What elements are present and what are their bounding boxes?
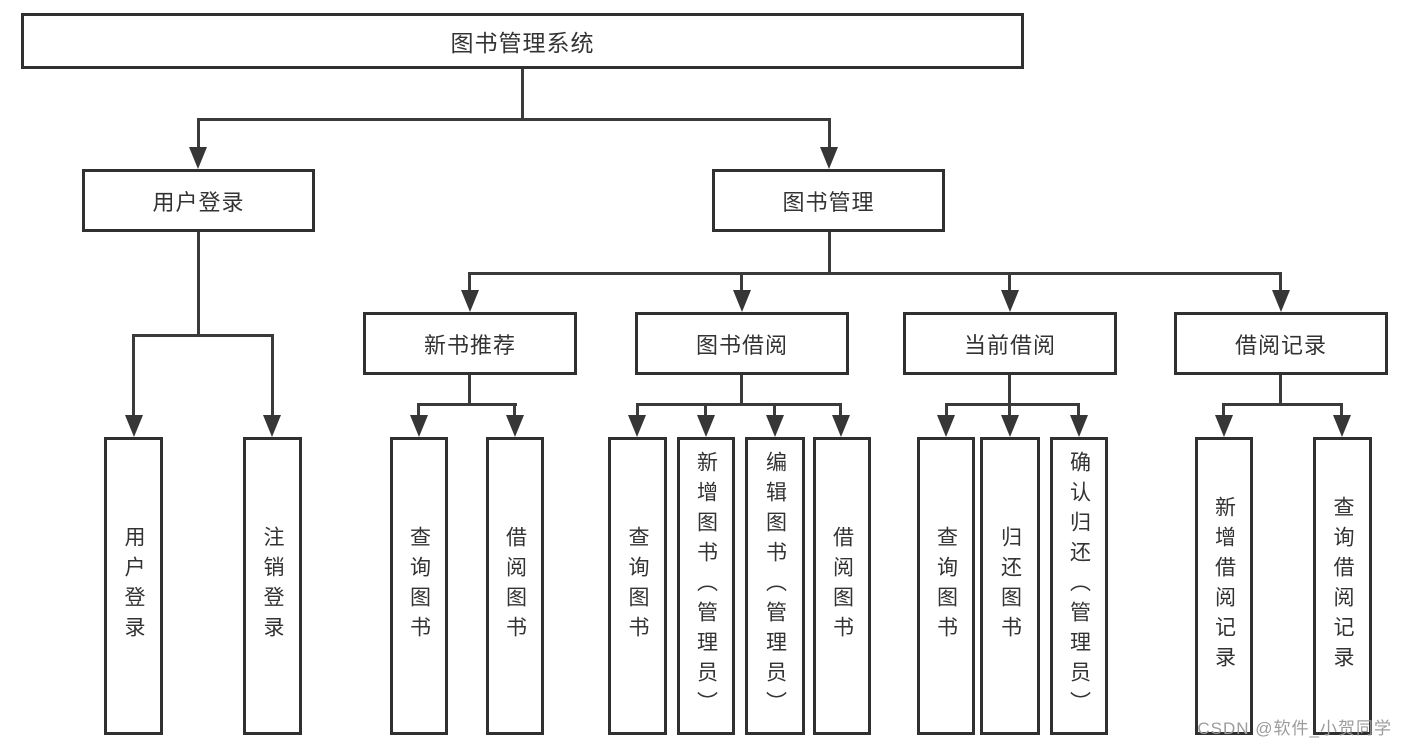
connector-fork-borrow-record: [1222, 403, 1343, 406]
arrowhead-to-new-book: [461, 290, 479, 312]
leaf-query-borrow-record: 查询借阅记录: [1313, 437, 1372, 735]
node-current-borrow: 当前借阅: [903, 312, 1117, 375]
leaf-edit-book-admin: 编辑图书（管理员）: [745, 437, 805, 735]
connector-fork-new-book: [417, 403, 517, 406]
arrowhead-to-user-login: [189, 147, 207, 169]
node-label: 归还图书: [998, 526, 1022, 646]
arrowhead-to-add-record: [1215, 415, 1233, 437]
arrowhead-to-current-borrow: [1001, 290, 1019, 312]
node-label: 图书借阅: [695, 332, 788, 358]
leaf-add-book-admin: 新增图书（管理员）: [677, 437, 735, 735]
node-label: 查询图书: [626, 526, 649, 646]
arrowhead-to-edit-book: [766, 415, 784, 437]
arrowhead-to-borrow-record: [1272, 290, 1290, 312]
arrowhead-to-return-book: [1001, 415, 1019, 437]
node-label: 当前借阅: [963, 332, 1056, 358]
leaf-return-book: 归还图书: [980, 437, 1040, 735]
node-book-mgmt: 图书管理: [712, 169, 945, 232]
connector-stub: [1077, 403, 1080, 418]
arrowhead-to-confirm-return: [1070, 415, 1088, 437]
leaf-logout: 注销登录: [243, 437, 302, 735]
arrowhead-to-borrow-books: [832, 415, 850, 437]
leaf-borrow-books-rec: 借阅图书: [486, 437, 544, 735]
node-label: 注销登录: [261, 526, 284, 646]
connector-fork-current-borrow: [945, 403, 1078, 406]
connector-fork-level3: [468, 272, 1282, 275]
node-label: 新增图书（管理员）: [694, 451, 718, 721]
node-label: 用户登录: [152, 189, 245, 215]
connector-stub-book-borrow: [740, 272, 743, 294]
node-user-login: 用户登录: [82, 169, 315, 232]
arrowhead-to-leaf-logout: [263, 415, 281, 437]
leaf-user-login: 用户登录: [104, 437, 163, 735]
node-label: 确认归还（管理员）: [1067, 451, 1091, 721]
node-label: 查询图书: [407, 526, 431, 646]
connector-stub: [513, 403, 516, 418]
arrowhead-to-book-borrow: [733, 290, 751, 312]
connector-stub-user-login: [197, 118, 200, 152]
connector-stub-new-book: [468, 272, 471, 294]
arrowhead-to-query-books-rec: [410, 415, 428, 437]
leaf-borrow-books: 借阅图书: [813, 437, 871, 735]
connector-stub: [704, 403, 707, 418]
connector-book-borrow-stem: [740, 375, 743, 406]
node-label: 图书管理系统: [450, 30, 595, 56]
node-label: 借阅记录: [1234, 332, 1327, 358]
connector-stub: [1008, 403, 1011, 418]
connector-stub: [636, 403, 639, 418]
connector-borrow-record-stem: [1279, 375, 1282, 406]
node-new-book-rec: 新书推荐: [363, 312, 577, 375]
leaf-query-books-current: 查询图书: [917, 437, 975, 735]
connector-stub: [1340, 403, 1343, 418]
connector-stub-current-borrow: [1008, 272, 1011, 294]
connector-current-borrow-stem: [1008, 375, 1011, 406]
node-label: 查询图书: [934, 526, 958, 646]
arrowhead-to-borrow-books-rec: [506, 415, 524, 437]
connector-stub-leaf-logout: [271, 334, 274, 418]
connector-stub: [945, 403, 948, 418]
arrowhead-to-book-mgmt: [820, 147, 838, 169]
leaf-query-books-rec: 查询图书: [390, 437, 448, 735]
node-book-borrow: 图书借阅: [635, 312, 849, 375]
connector-stub-book-mgmt: [828, 118, 831, 152]
node-label: 查询借阅记录: [1331, 496, 1354, 676]
leaf-add-borrow-record: 新增借阅记录: [1195, 437, 1253, 735]
connector-new-book-stem: [468, 375, 471, 406]
connector-fork-book-borrow: [636, 403, 842, 406]
connector-stub-borrow-record: [1279, 272, 1282, 294]
node-root-system: 图书管理系统: [21, 13, 1024, 69]
node-label: 新增借阅记录: [1212, 496, 1236, 676]
connector-user-login-stem: [197, 232, 200, 337]
connector-stub: [839, 403, 842, 418]
connector-book-mgmt-stem: [828, 232, 831, 274]
node-borrow-record: 借阅记录: [1174, 312, 1388, 375]
arrowhead-to-query-books-current: [937, 415, 955, 437]
arrowhead-to-leaf-login: [125, 415, 143, 437]
connector-fork-level2: [197, 118, 831, 121]
node-label: 借阅图书: [503, 526, 527, 646]
arrowhead-to-query-books-borrow: [628, 415, 646, 437]
csdn-watermark: CSDN @软件_小贺同学: [1197, 719, 1392, 738]
connector-root-stem: [521, 69, 524, 121]
arrowhead-to-add-book: [697, 415, 715, 437]
connector-fork-user-login: [132, 334, 274, 337]
connector-stub: [1222, 403, 1225, 418]
node-label: 图书管理: [782, 189, 875, 215]
node-label: 编辑图书（管理员）: [763, 451, 787, 721]
leaf-query-books-borrow: 查询图书: [608, 437, 667, 735]
node-label: 用户登录: [122, 526, 145, 646]
connector-stub: [773, 403, 776, 418]
node-label: 借阅图书: [830, 526, 854, 646]
connector-stub: [417, 403, 420, 418]
connector-stub-leaf-login: [132, 334, 135, 418]
arrowhead-to-query-record: [1333, 415, 1351, 437]
leaf-confirm-return-admin: 确认归还（管理员）: [1050, 437, 1108, 735]
node-label: 新书推荐: [423, 332, 516, 358]
